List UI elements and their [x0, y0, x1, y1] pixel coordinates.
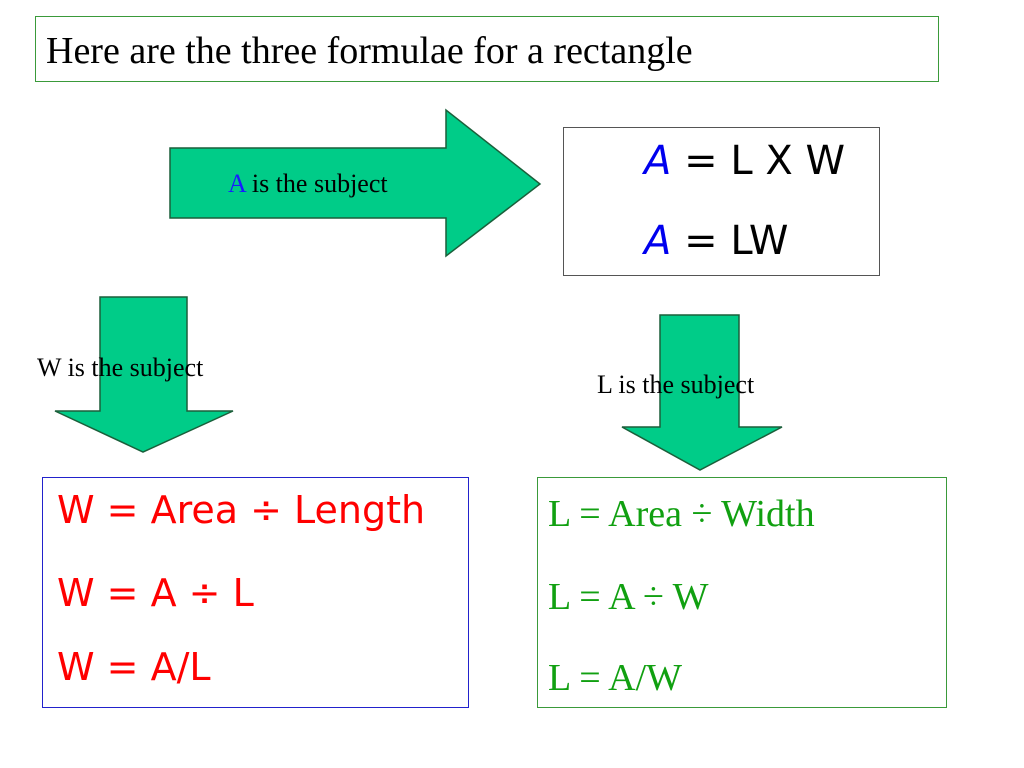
right-arrow [169, 108, 542, 258]
width-formula-3: W = A/L [57, 645, 211, 689]
title-box: Here are the three formulae for a rectan… [35, 16, 939, 82]
area-arrow-label: A is the subject [228, 169, 388, 199]
area-formula-2: A = LW [644, 218, 788, 264]
area-arrow-rest: is the subject [245, 169, 388, 198]
area-formula-1: A = L X W [644, 138, 845, 184]
area-arrow-var: A [228, 169, 246, 198]
length-formula-2: L = A ÷ W [548, 576, 709, 618]
area-formula-1-var: A [644, 138, 672, 184]
down-arrow-width [54, 296, 234, 453]
area-formula-1-rest: = L X W [671, 138, 845, 184]
width-formula-2: W = A ÷ L [57, 571, 254, 615]
width-formula-box: W = Area ÷ Length W = A ÷ L W = A/L [42, 477, 469, 708]
page-title: Here are the three formulae for a rectan… [46, 30, 693, 72]
width-arrow-label: W is the subject [37, 353, 204, 382]
length-formula-box: L = Area ÷ Width L = A ÷ W L = A/W [537, 477, 947, 708]
length-formula-1: L = Area ÷ Width [548, 493, 815, 535]
area-formula-2-var: A [644, 218, 672, 264]
length-formula-3: L = A/W [548, 657, 683, 699]
area-formula-2-rest: = LW [671, 218, 789, 264]
width-formula-1: W = Area ÷ Length [57, 488, 426, 532]
area-formula-box: A = L X W A = LW [563, 127, 880, 276]
length-arrow-label: L is the subject [597, 370, 755, 399]
down-arrow-length [621, 314, 783, 471]
